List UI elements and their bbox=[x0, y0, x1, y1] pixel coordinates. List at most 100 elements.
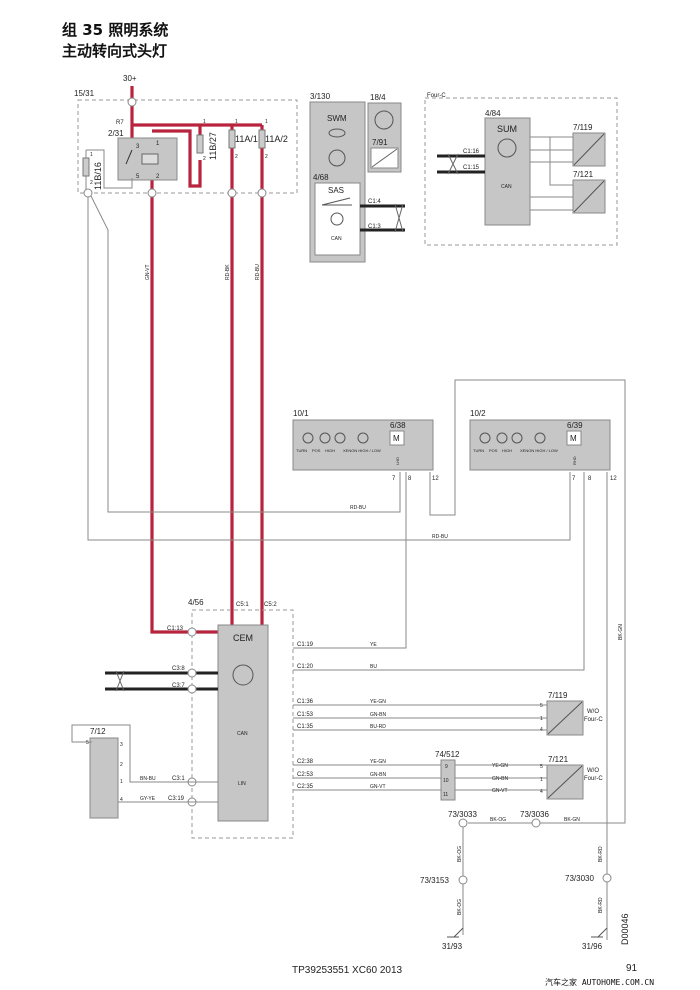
sensor-note: W/O bbox=[587, 709, 599, 715]
lamp-icon bbox=[334, 432, 346, 444]
lamp-label: POS bbox=[312, 448, 321, 453]
lamp-label: HIGH bbox=[502, 448, 512, 453]
lamp-icon bbox=[534, 432, 546, 444]
fuse-11a-2: 1 2 11A/2 bbox=[258, 119, 288, 160]
wire-label: YE bbox=[370, 642, 377, 648]
pin-label: 4 bbox=[540, 789, 543, 795]
pin-label: C5:2 bbox=[264, 602, 277, 608]
supply-label: 30+ bbox=[123, 74, 137, 83]
relay-pin-label: 1 bbox=[156, 141, 160, 147]
fuse-pin: 1 bbox=[90, 152, 93, 158]
fourc-outline bbox=[424, 97, 618, 246]
lamp-icon bbox=[302, 432, 314, 444]
lamp-icon bbox=[357, 432, 369, 444]
sas-label: SAS bbox=[328, 186, 344, 195]
headlamp-10-1: 10/1 TURN POS HIGH XENON HIGH / LOW 6/38… bbox=[292, 409, 439, 482]
motor-icon: M bbox=[393, 434, 400, 443]
pin-label: C1:19 bbox=[297, 642, 314, 648]
relay-position-label: R7 bbox=[116, 120, 124, 126]
wire-label: RD-BU bbox=[255, 264, 261, 280]
unit-18-4-label: 18/4 bbox=[370, 93, 386, 102]
wire-label: RD-BU bbox=[432, 534, 448, 540]
twisted-pair-icon bbox=[394, 203, 404, 233]
twisted-pair-icon bbox=[447, 153, 459, 175]
switch-7-12 bbox=[89, 737, 119, 819]
relay-switch-icon bbox=[125, 149, 133, 165]
connector-74-512 bbox=[440, 759, 456, 801]
sensor-label: 7/119 bbox=[573, 123, 593, 132]
pin-label: 11 bbox=[443, 792, 448, 798]
pin-label: 5 bbox=[86, 740, 89, 746]
fourc-label: Four-C bbox=[427, 93, 446, 99]
wire-label: RD-BU bbox=[350, 505, 366, 511]
cem-label: CEM bbox=[233, 633, 253, 643]
wire-label: BN-BU bbox=[140, 776, 156, 782]
splice-label: 73/3036 bbox=[520, 810, 549, 819]
sum-module bbox=[484, 117, 531, 226]
fuse-11b-16: 1 2 11B/16 bbox=[82, 150, 103, 195]
ground-point-label: 31/96 bbox=[582, 942, 603, 951]
pin-label: C2:53 bbox=[297, 772, 314, 778]
lamp-label: XENON HIGH / LOW bbox=[520, 448, 558, 453]
pin-label: 8 bbox=[588, 476, 592, 482]
splice-label: 73/3153 bbox=[420, 876, 449, 885]
wire-label: BU bbox=[370, 664, 377, 670]
wire-label: GN-VT bbox=[492, 788, 508, 794]
angle-icon bbox=[321, 197, 352, 206]
sensor-note: W/O bbox=[587, 768, 599, 774]
supply-terminal bbox=[127, 97, 137, 107]
lamp-icon bbox=[496, 432, 508, 444]
headlamp-label: 10/2 bbox=[470, 409, 486, 418]
wire-label: BK-GN bbox=[564, 817, 580, 823]
splice-label: 73/3030 bbox=[565, 874, 594, 883]
pin-label: 12 bbox=[610, 476, 617, 482]
pin-label: 4 bbox=[120, 797, 123, 803]
pin-label: C1:16 bbox=[463, 149, 480, 155]
cem-outline bbox=[191, 609, 294, 839]
sensor-label: 7/121 bbox=[548, 755, 569, 764]
fuse-pin: 2 bbox=[235, 154, 238, 160]
wire-label: GN-VT bbox=[145, 264, 151, 280]
pin-label: C1:35 bbox=[297, 724, 314, 730]
relay-pin-label: 2 bbox=[156, 174, 160, 180]
splice-label: 73/3033 bbox=[448, 810, 477, 819]
sas-id-label: 4/68 bbox=[313, 173, 329, 182]
pin-label: 8 bbox=[408, 476, 412, 482]
transistor-icon bbox=[328, 149, 346, 167]
fuse-pin: 1 bbox=[235, 119, 238, 125]
wire-label: GN-BN bbox=[370, 712, 387, 718]
wire-label: GN-BN bbox=[370, 772, 387, 778]
wire-label: BK-RD bbox=[598, 897, 604, 913]
pin-label: 5 bbox=[540, 764, 543, 770]
fuse-pin: 1 bbox=[203, 119, 206, 125]
lamp-label: POS bbox=[489, 448, 498, 453]
wire-label: BK-OG bbox=[457, 899, 463, 915]
can-label: CAN bbox=[237, 731, 248, 737]
wire-label: BK-GN bbox=[618, 624, 624, 640]
headlamp-10-2: 10/2 TURN POS HIGH XENON HIGH / LOW 6/39… bbox=[469, 409, 617, 482]
watermark: 汽车之家 AUTOHOME.COM.CN bbox=[545, 977, 654, 987]
wire-label: YE-GN bbox=[370, 759, 386, 765]
fuse-11a-1: 1 2 11A/1 bbox=[228, 119, 258, 160]
pin-label: 10 bbox=[443, 778, 449, 784]
pin-label: C1:4 bbox=[368, 199, 381, 205]
pin-label: 4 bbox=[540, 727, 543, 733]
can-label: CAN bbox=[331, 236, 342, 242]
sensor-label: 7/121 bbox=[573, 170, 594, 179]
doc-reference: TP39253551 XC60 2013 bbox=[292, 965, 403, 976]
sum-label: SUM bbox=[497, 124, 517, 134]
transistor-icon bbox=[232, 664, 254, 686]
fuse-pin: 2 bbox=[90, 180, 93, 186]
pin-label: C2:35 bbox=[297, 784, 314, 790]
lamp-label: TURN bbox=[473, 448, 484, 453]
motor-label: 6/39 bbox=[567, 421, 583, 430]
lin-label: LIN bbox=[238, 781, 246, 787]
fuse-11b-27: 1 2 11B/27 bbox=[196, 119, 218, 162]
relay-pin-label: 3 bbox=[136, 144, 140, 150]
lamp-label: XENON HIGH / LOW bbox=[343, 448, 381, 453]
wire-label: GN-VT bbox=[370, 784, 386, 790]
pin-label: 12 bbox=[432, 476, 439, 482]
page-subtitle: 主动转向式头灯 bbox=[62, 42, 167, 60]
pin-label: 7 bbox=[572, 476, 576, 482]
headlamp-label: 10/1 bbox=[293, 409, 309, 418]
